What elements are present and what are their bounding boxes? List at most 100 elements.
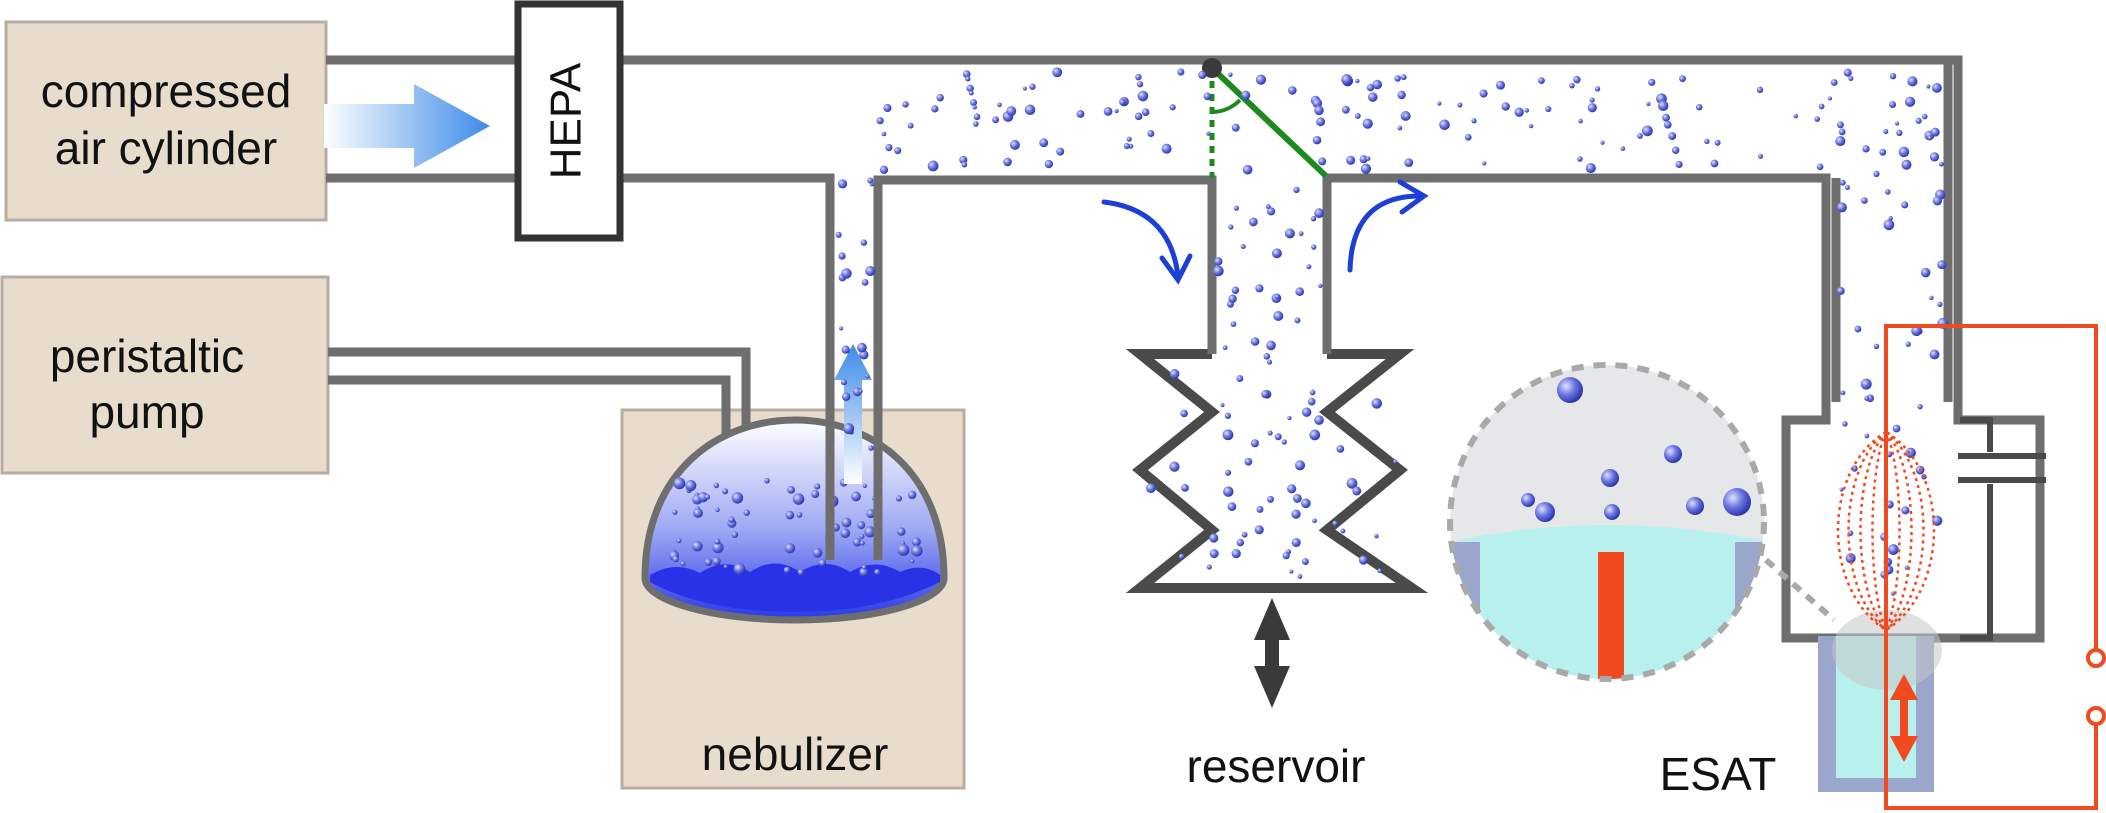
droplet xyxy=(835,231,842,238)
droplet xyxy=(1521,493,1535,507)
droplet xyxy=(1577,156,1583,162)
droplet xyxy=(970,99,978,107)
droplet xyxy=(861,278,869,286)
droplet xyxy=(1884,189,1891,195)
droplet xyxy=(1840,390,1846,396)
droplet xyxy=(818,559,827,567)
droplet xyxy=(1291,537,1301,548)
droplet xyxy=(1901,506,1910,515)
droplet xyxy=(714,538,721,545)
droplet xyxy=(1169,461,1180,472)
droplet xyxy=(1306,264,1312,270)
droplet xyxy=(837,179,848,189)
droplet xyxy=(1209,549,1219,559)
droplet xyxy=(1266,340,1276,351)
droplet xyxy=(1228,294,1237,304)
droplet xyxy=(1222,345,1228,351)
droplet xyxy=(897,544,910,556)
droplet xyxy=(883,103,892,113)
droplet xyxy=(927,160,939,172)
droplet xyxy=(1180,409,1188,418)
droplet xyxy=(1873,343,1880,350)
electrode-move-arrow xyxy=(1890,674,1918,762)
droplet xyxy=(859,533,865,539)
droplet xyxy=(1254,525,1264,535)
droplet xyxy=(1404,158,1414,168)
droplet xyxy=(792,493,805,505)
droplet xyxy=(868,445,874,451)
droplet xyxy=(1136,81,1144,88)
droplet xyxy=(1241,90,1251,100)
droplet xyxy=(1213,265,1224,277)
droplet xyxy=(1169,369,1180,379)
droplet xyxy=(731,531,739,538)
droplet xyxy=(1346,155,1356,165)
droplet xyxy=(1397,125,1403,131)
droplet xyxy=(1496,80,1506,90)
droplet xyxy=(1393,459,1398,464)
droplet xyxy=(1287,415,1292,421)
droplet xyxy=(1312,135,1322,145)
droplet xyxy=(1309,429,1321,441)
droplet xyxy=(1314,105,1324,116)
droplet xyxy=(1835,136,1846,147)
droplet xyxy=(838,252,846,260)
droplet xyxy=(959,155,968,164)
droplet xyxy=(895,495,903,502)
droplet xyxy=(712,557,721,566)
droplet xyxy=(1359,155,1368,164)
droplet xyxy=(783,566,791,574)
droplet xyxy=(1267,495,1274,503)
droplet xyxy=(859,567,869,577)
droplet xyxy=(1836,287,1845,295)
droplet xyxy=(1360,163,1372,174)
valve-flap xyxy=(1202,58,1329,179)
droplet xyxy=(1594,86,1601,92)
droplet xyxy=(1214,257,1223,266)
droplet xyxy=(1273,310,1284,322)
droplet xyxy=(1400,74,1407,81)
esat-zoom-inset xyxy=(1447,362,1836,682)
droplet xyxy=(1848,75,1854,82)
droplet xyxy=(1892,424,1901,433)
droplet xyxy=(864,526,876,538)
droplet xyxy=(733,563,746,575)
droplet xyxy=(1266,359,1273,365)
droplet xyxy=(1814,116,1820,122)
droplet xyxy=(1929,152,1940,162)
droplet xyxy=(1929,295,1934,301)
droplet xyxy=(1668,132,1677,140)
droplet xyxy=(1514,107,1524,117)
droplet xyxy=(1336,444,1345,453)
droplet xyxy=(731,492,744,504)
droplet xyxy=(796,512,803,518)
droplet xyxy=(1295,287,1305,296)
droplet xyxy=(1464,133,1472,141)
droplet xyxy=(1255,74,1267,85)
droplet xyxy=(1620,146,1626,151)
droplet xyxy=(1256,505,1264,513)
droplet xyxy=(680,561,686,567)
droplet xyxy=(672,555,680,563)
droplet xyxy=(865,374,870,379)
droplet xyxy=(1557,377,1583,403)
droplet xyxy=(1291,509,1301,519)
droplet xyxy=(1209,533,1219,543)
electric-field-line xyxy=(1871,431,1901,634)
droplet xyxy=(1310,215,1317,222)
droplet xyxy=(1161,143,1172,154)
droplet xyxy=(841,268,852,279)
compressed-air-cylinder: compressed air cylinder xyxy=(4,20,328,222)
droplet xyxy=(879,165,889,175)
droplet xyxy=(1231,549,1241,559)
droplet xyxy=(1397,90,1406,100)
droplet xyxy=(841,517,852,528)
droplet xyxy=(1220,403,1225,408)
droplet xyxy=(1664,445,1682,463)
compressed-air-label-line2: air cylinder xyxy=(55,122,277,174)
droplet xyxy=(1915,117,1922,124)
droplet xyxy=(1818,103,1825,110)
droplet xyxy=(1250,337,1260,346)
esat-label: ESAT xyxy=(1660,748,1777,800)
droplet xyxy=(1009,139,1020,150)
